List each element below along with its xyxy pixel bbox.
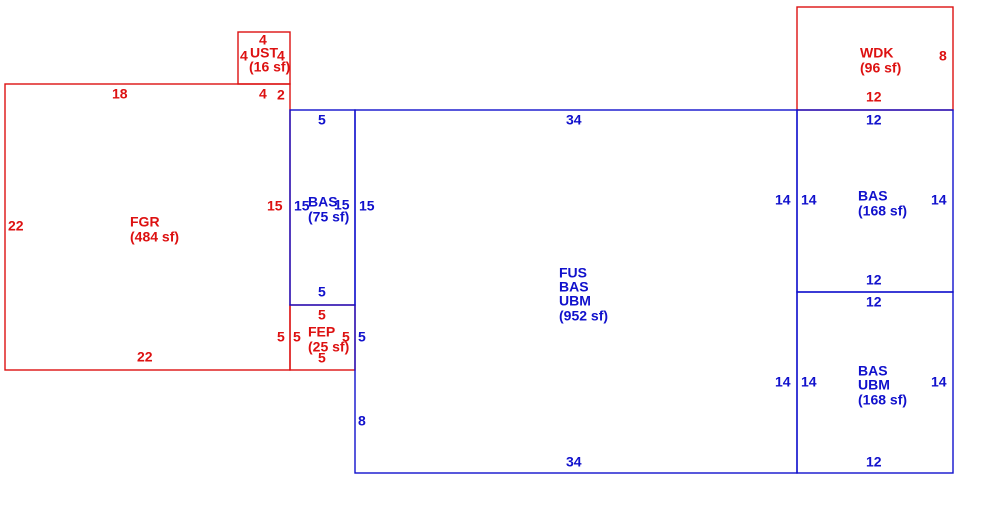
ust-dim-side: 2 bbox=[277, 87, 285, 103]
main-dim-right-2: 14 bbox=[775, 374, 791, 390]
main-area: (952 sf) bbox=[559, 308, 608, 324]
bas-right-dim-bottom: 12 bbox=[866, 272, 882, 288]
fgr-dim-top: 18 bbox=[112, 86, 128, 102]
bas-small-dim-right: 15 bbox=[334, 197, 350, 213]
ust-area: (16 sf) bbox=[249, 59, 290, 75]
fep-dim-top: 5 bbox=[318, 307, 326, 323]
bas-ubm-dim-right: 14 bbox=[931, 374, 947, 390]
bas-small-code: BAS bbox=[308, 194, 338, 210]
bas-right-code: BAS bbox=[858, 188, 888, 204]
fgr-dim-bottom: 22 bbox=[137, 349, 153, 365]
wdk-dim-right: 8 bbox=[939, 48, 947, 64]
bas-ubm-dim-left: 14 bbox=[801, 374, 817, 390]
wdk-area: (96 sf) bbox=[860, 60, 901, 76]
wdk-code: WDK bbox=[860, 45, 893, 61]
bas-right-dim-right: 14 bbox=[931, 192, 947, 208]
wdk-dim-bottom: 12 bbox=[866, 89, 882, 105]
ust-dim-bottom: 4 bbox=[259, 86, 267, 102]
main-dim-top: 34 bbox=[566, 112, 582, 128]
fgr-area: (484 sf) bbox=[130, 229, 179, 245]
fep-dim-bottom: 5 bbox=[318, 350, 326, 366]
bas-right-area: (168 sf) bbox=[858, 203, 907, 219]
ust-code: UST bbox=[250, 45, 278, 61]
main-dim-left: 8 bbox=[358, 413, 366, 429]
main-code-3: UBM bbox=[559, 293, 591, 309]
main-dim-right: 14 bbox=[775, 192, 791, 208]
bas-small-dim-top: 5 bbox=[318, 112, 326, 128]
fgr-dim-right: 15 bbox=[267, 198, 283, 214]
bas-small-dim-left: 15 bbox=[294, 198, 310, 214]
fep-area: (25 sf) bbox=[308, 339, 349, 355]
bas-ubm-code-2: UBM bbox=[858, 377, 890, 393]
main-code-2: BAS bbox=[559, 279, 589, 295]
bas-ubm-outline bbox=[796, 291, 954, 474]
fgr-dim-left: 22 bbox=[8, 218, 24, 234]
ust-dim-top: 4 bbox=[259, 32, 267, 48]
bas-ubm-code-1: BAS bbox=[858, 363, 888, 379]
bas-ubm-dim-bottom: 12 bbox=[866, 454, 882, 470]
bas-small-dim-bottom: 5 bbox=[318, 284, 326, 300]
bas-ubm-dim-top: 12 bbox=[866, 294, 882, 310]
fep-dim-right-outer: 5 bbox=[358, 329, 366, 345]
bas-right-dim-top: 12 bbox=[866, 112, 882, 128]
bas-small-dim-right-outer: 15 bbox=[359, 198, 375, 214]
ust-dim-left: 4 bbox=[240, 48, 248, 64]
fep-code: FEP bbox=[308, 324, 335, 340]
bas-small-area: (75 sf) bbox=[308, 209, 349, 225]
fep-dim-right: 5 bbox=[342, 329, 350, 345]
main-code-1: FUS bbox=[559, 265, 587, 281]
main-dim-bottom: 34 bbox=[566, 454, 582, 470]
bas-ubm-area: (168 sf) bbox=[858, 392, 907, 408]
ust-dim-right: 4 bbox=[277, 48, 285, 64]
bas-right-dim-left: 14 bbox=[801, 192, 817, 208]
fgr-code: FGR bbox=[130, 214, 160, 230]
fep-dim-left: 5 bbox=[293, 329, 301, 345]
fep-dim-left-outer: 5 bbox=[277, 329, 285, 345]
